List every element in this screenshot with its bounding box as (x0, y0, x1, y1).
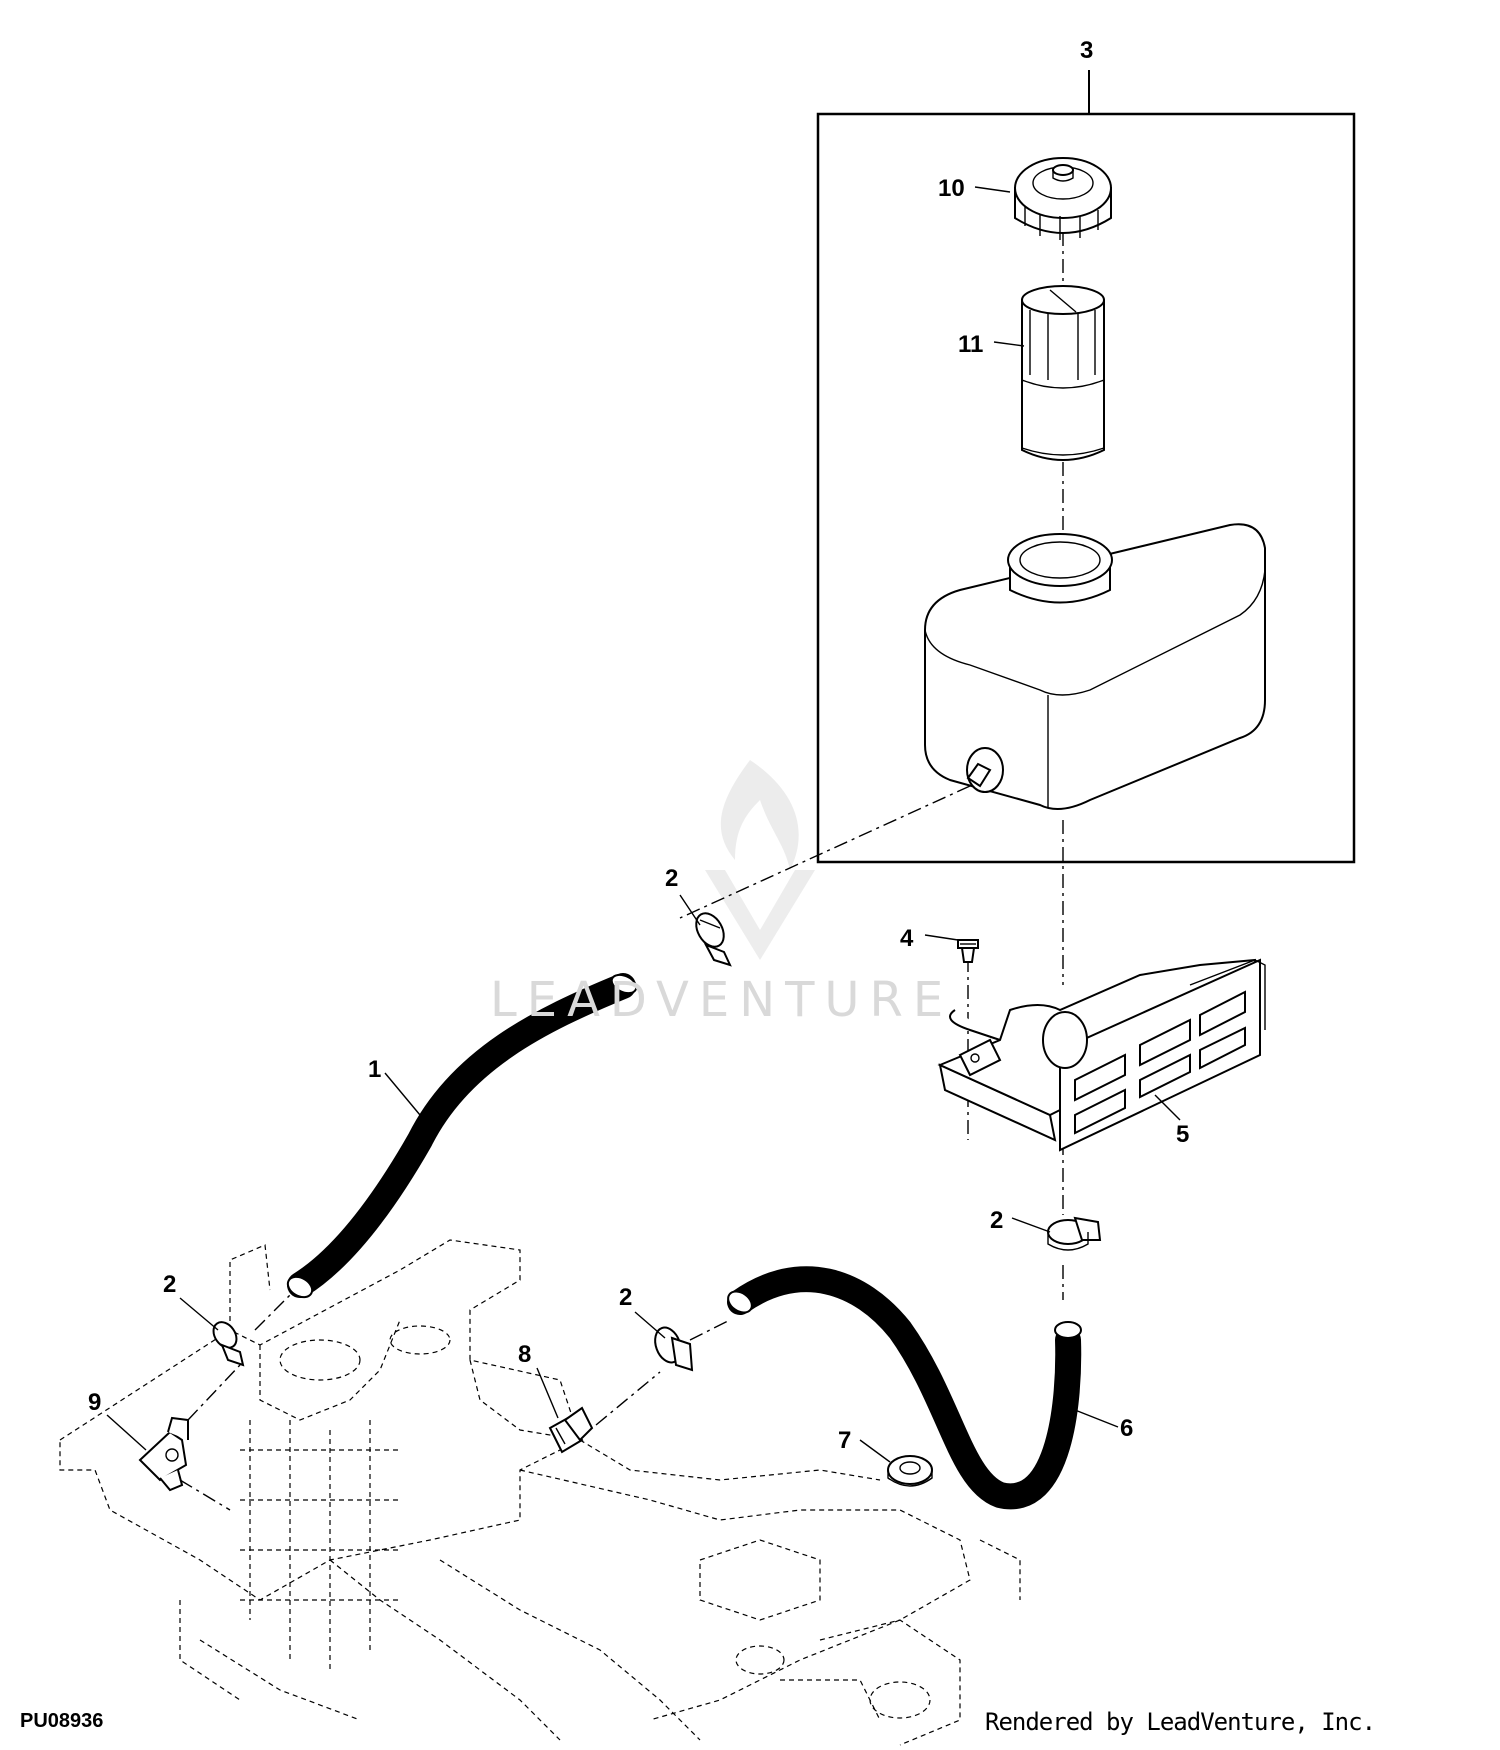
callout-2-upper: 2 (665, 865, 678, 892)
callout-4: 4 (900, 925, 914, 952)
reservoir-bracket (937, 958, 1266, 1152)
reservoir-tank (924, 523, 1266, 810)
hose-clamp-upper (695, 912, 732, 967)
callout-6: 6 (1120, 1415, 1133, 1442)
callout-2-left: 2 (163, 1271, 176, 1298)
axis-line-elbow (179, 1294, 291, 1511)
callout-7: 7 (838, 1427, 851, 1454)
frame-ghost-outline (59, 1239, 1021, 1746)
grommet (887, 1455, 933, 1487)
callout-9: 9 (88, 1389, 101, 1416)
bolt (957, 939, 979, 963)
axis-line-outlet (679, 785, 971, 919)
hose-clamp-left (212, 1321, 245, 1367)
kit-box (816, 112, 1356, 864)
straight-fitting (548, 1406, 594, 1454)
axis-line-fitting (595, 1319, 731, 1426)
hose-lower (727, 1266, 1082, 1510)
leader-lines (106, 186, 1181, 1463)
callout-2-right: 2 (990, 1207, 1003, 1234)
callout-3: 3 (1080, 37, 1093, 64)
callout-5: 5 (1176, 1121, 1189, 1148)
watermark-text: LEADVENTURE (490, 972, 954, 1028)
figure-id: PU08936 (20, 1710, 104, 1732)
reservoir-cap (1014, 157, 1112, 240)
elbow-fitting (138, 1416, 189, 1492)
callout-1: 1 (368, 1056, 381, 1083)
filler-strainer (1021, 285, 1105, 461)
callout-2-middle: 2 (619, 1284, 632, 1311)
watermark-logo (705, 760, 815, 960)
render-credit: Rendered by LeadVenture, Inc. (985, 1708, 1376, 1736)
callout-11: 11 (958, 331, 983, 358)
hose-clamp-middle (654, 1326, 694, 1372)
callout-8: 8 (518, 1341, 531, 1368)
hose-upper (286, 973, 638, 1299)
hose-clamp-right (1047, 1216, 1102, 1251)
callout-10: 10 (938, 175, 965, 202)
